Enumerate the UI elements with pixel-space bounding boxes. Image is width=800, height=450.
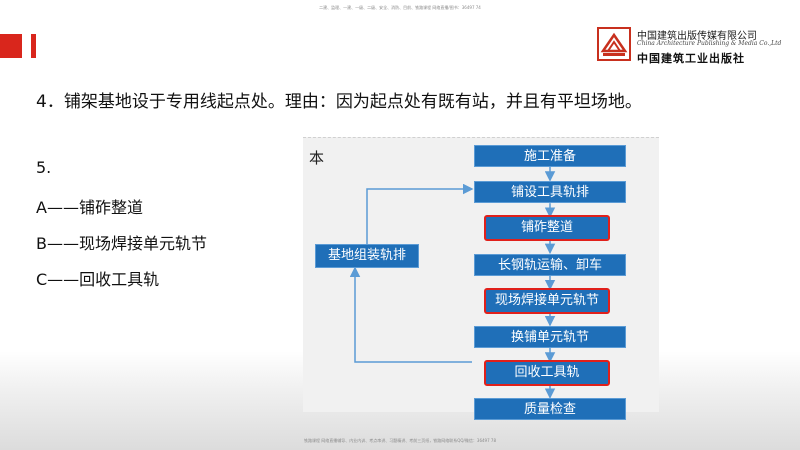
- feed-arrow-to-laying: [366, 183, 474, 244]
- answer-list: 5. A——铺砟整道 B——现场焊接单元轨节 C——回收工具轨: [36, 158, 207, 302]
- red-accent-bar: [0, 34, 22, 58]
- base-assembly-box: 基地组装轨排: [315, 244, 419, 268]
- bottom-watermark-note: 铁路课程 网络直播辅导、内业内训、考点串讲、习题精讲、考前三页纸，铁路网络联系Q…: [303, 438, 496, 443]
- panel-cropped-text: 本: [309, 149, 325, 167]
- list-item: B——现场焊接单元轨节: [36, 234, 207, 253]
- red-accent-stripe: [31, 34, 36, 58]
- list-item: 5.: [36, 158, 52, 177]
- list-item: A——铺砟整道: [36, 198, 143, 217]
- flow-step: 铺设工具轨排: [474, 181, 626, 204]
- list-item: C——回收工具轨: [36, 270, 160, 289]
- publisher-name-cn: 中国建筑出版传媒有限公司: [637, 31, 757, 42]
- panel-divider: [303, 137, 659, 138]
- flow-step: 换铺单元轨节: [474, 326, 626, 348]
- slide-heading: 4．铺架基地设于专用线起点处。理由：因为起点处有既有站，并且有平坦场地。: [36, 92, 642, 112]
- flow-step: 回收工具轨: [484, 360, 610, 387]
- publisher-name-en: China Architecture Publishing & Media Co…: [637, 40, 782, 47]
- flow-step: 质量检查: [474, 398, 626, 421]
- publisher-mark-icon: [597, 27, 631, 61]
- publisher-calligraphy-name: 中国建筑工业出版社: [637, 52, 745, 65]
- flow-step: 施工准备: [474, 145, 626, 167]
- return-arrow-from-recovery: [349, 266, 472, 363]
- flow-step: 铺砟整道: [484, 215, 610, 242]
- publisher-logo: 中国建筑出版传媒有限公司 China Architecture Publishi…: [597, 24, 797, 76]
- top-watermark-note: 二建、监理、一建、一级、二级、安全、消防、目前、铁路课程 网络直播/图书：364…: [319, 5, 481, 10]
- flow-step: 现场焊接单元轨节: [484, 287, 610, 314]
- flow-step: 长钢轨运输、卸车: [474, 253, 626, 276]
